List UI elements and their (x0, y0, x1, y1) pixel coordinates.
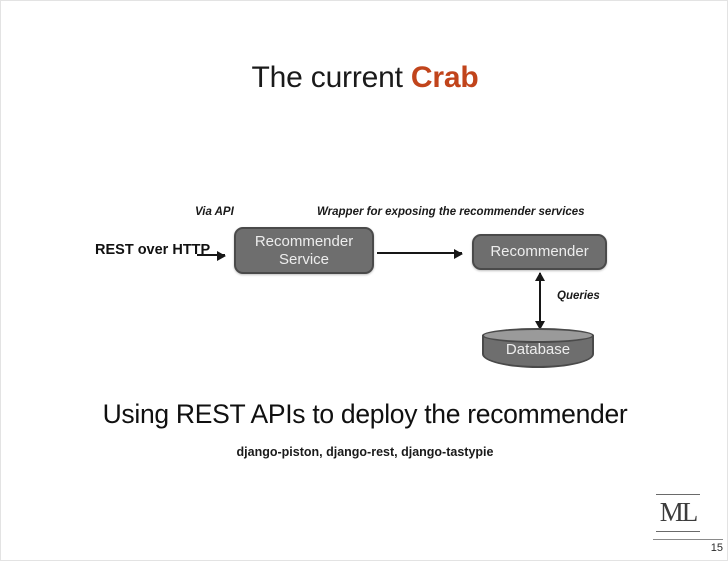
node-recommender: Recommender (472, 234, 607, 270)
logo-rule-bottom (656, 531, 700, 532)
footer-divider (653, 539, 723, 540)
arrow-recommender-database-bidirectional-icon (535, 272, 545, 330)
ml-logo: ML (656, 494, 700, 532)
page-title: The current Crab (1, 61, 727, 95)
arrow-rest-to-service-icon (197, 251, 226, 261)
diagram-label-queries: Queries (557, 290, 600, 302)
node-recommender-service-line1: Recommender (254, 232, 354, 250)
page-number: 15 (710, 542, 723, 554)
database-cylinder-top-icon (482, 328, 594, 343)
diagram-label-wrapper: Wrapper for exposing the recommender ser… (317, 206, 585, 218)
logo-monogram: ML (659, 497, 699, 527)
node-recommender-service-line2: Service (278, 250, 330, 268)
subline-text: django-piston, django-rest, django-tasty… (236, 445, 494, 459)
headline-text: Using REST APIs to deploy the recommende… (102, 399, 628, 429)
node-recommender-label: Recommender (490, 243, 589, 261)
page-title-accent: Crab (410, 61, 479, 95)
node-database-label: Database (505, 341, 571, 358)
architecture-diagram: Via API Wrapper for exposing the recomme… (1, 197, 727, 387)
logo-rule-top (656, 494, 700, 495)
node-recommender-service: Recommender Service (234, 227, 374, 274)
node-database: Database (482, 328, 594, 370)
diagram-label-rest-over-http: REST over HTTP (95, 242, 211, 258)
arrow-service-to-recommender-icon (377, 249, 463, 259)
page-title-main: The current (251, 61, 411, 95)
diagram-label-via-api: Via API (195, 206, 234, 218)
